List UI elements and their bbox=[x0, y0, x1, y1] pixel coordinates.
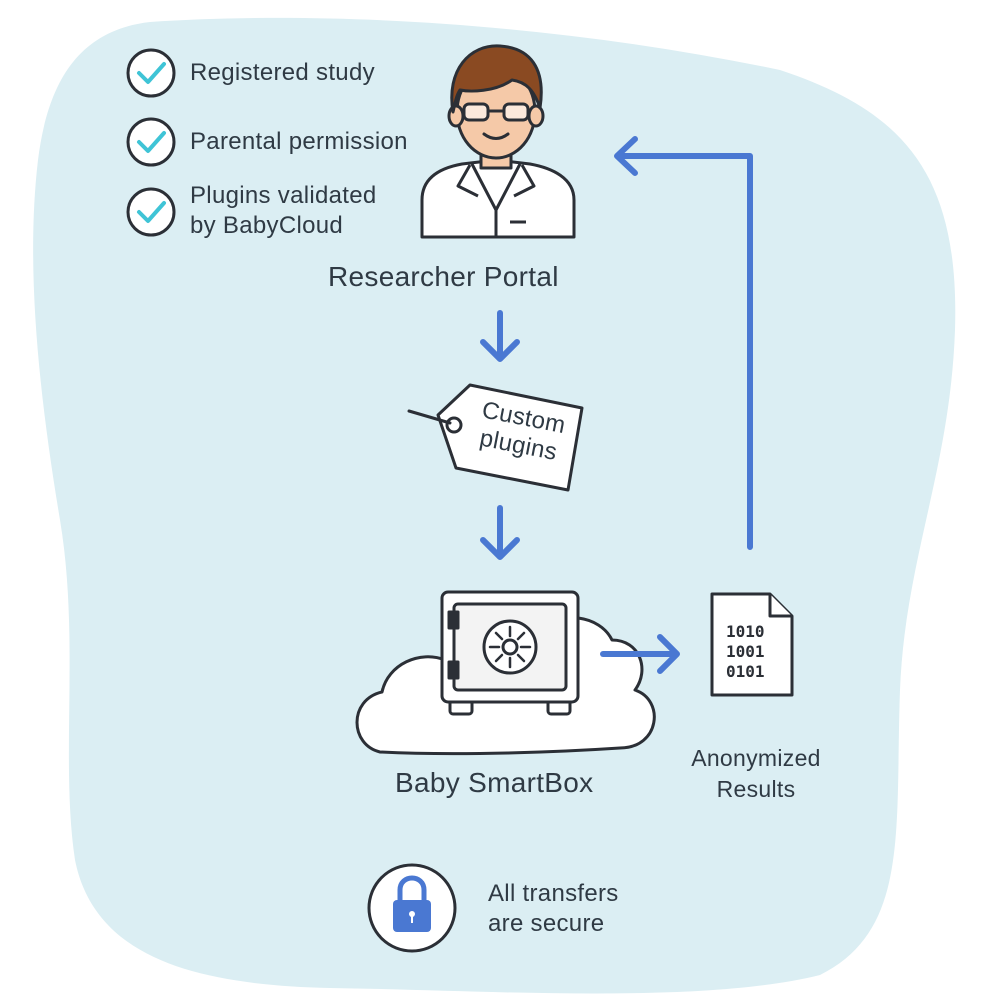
secure-transfers-label: All transfers are secure bbox=[488, 879, 619, 939]
binary-row: 1001 bbox=[726, 642, 765, 661]
anonymized-results-label: Anonymized Results bbox=[666, 743, 846, 805]
background-blob bbox=[33, 17, 956, 994]
right-arrow bbox=[600, 634, 680, 674]
checklist-item-plugins-validated: Plugins validated bbox=[190, 182, 377, 209]
baby-smartbox-label: Baby SmartBox bbox=[395, 767, 594, 798]
binary-row: 1010 bbox=[726, 622, 765, 641]
checklist-item-parental-permission: Parental permission bbox=[190, 128, 408, 155]
checklist-item-plugins-validated-line2: by BabyCloud bbox=[190, 212, 344, 239]
researcher-portal-label: Researcher Portal bbox=[328, 261, 559, 292]
lock-icon bbox=[367, 863, 457, 953]
check-icon bbox=[126, 48, 176, 98]
secure-transfers-line1: All transfers bbox=[488, 880, 619, 907]
researcher-icon bbox=[420, 44, 576, 239]
plugin-tag-icon bbox=[407, 383, 584, 492]
checklist-item-registered-study: Registered study bbox=[190, 59, 375, 86]
anonymized-results-line2: Results bbox=[716, 776, 796, 802]
check-icon bbox=[126, 187, 176, 237]
binary-text: 1010 1001 0101 bbox=[726, 622, 765, 681]
anonymized-results-line1: Anonymized bbox=[691, 745, 821, 771]
binary-row: 0101 bbox=[726, 662, 765, 681]
down-arrow bbox=[480, 310, 520, 362]
document-icon bbox=[710, 592, 794, 697]
secure-transfers-line2: are secure bbox=[488, 910, 605, 937]
check-icon bbox=[126, 117, 176, 167]
return-arrow bbox=[614, 136, 753, 550]
down-arrow bbox=[480, 505, 520, 560]
safe-icon bbox=[440, 590, 580, 716]
